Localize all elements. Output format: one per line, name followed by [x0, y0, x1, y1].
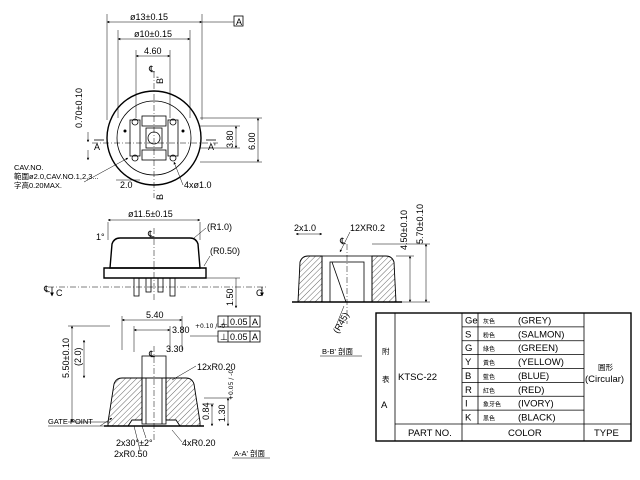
section-c-left: C — [56, 288, 63, 298]
dim-5-50: 5.50±0.10 — [61, 338, 71, 378]
section-a-left: A — [94, 142, 100, 152]
section-aa: 5.40 3.80 +0.10 / -0 ⊥ 0.05 A ⊥ 0.05 A 3… — [48, 310, 270, 459]
color-cn-0: 灰色 — [483, 317, 495, 325]
color-name-1: (SALMON) — [518, 329, 564, 340]
type-en: (Circular) — [585, 374, 624, 385]
dim-side-diameter: ø11.5±0.15 — [128, 209, 173, 219]
dim-1-50: 1.50 — [225, 288, 235, 306]
dim-12x-r0-2: 12XR0.2 — [350, 223, 385, 233]
color-code-3: Y — [465, 357, 472, 368]
color-cn-3: 黃色 — [483, 359, 495, 367]
dim-3-30: 3.30 — [166, 344, 184, 354]
svg-text:⊥: ⊥ — [220, 332, 228, 342]
section-bb-caption: B-B' 剖面 — [322, 346, 354, 356]
dim-r1-0: (R1.0) — [207, 222, 232, 232]
dim-2x-r050: 2xR0.50 — [114, 449, 148, 459]
dim-2-paren: (2.0) — [73, 347, 83, 366]
color-code-2: G — [465, 343, 472, 354]
dim-1-30-tol: +0.05 / -0 — [228, 370, 235, 400]
header-type: TYPE — [594, 428, 619, 439]
dim-2-0: 2.0 — [120, 180, 133, 190]
dim-5-40: 5.40 — [146, 310, 164, 320]
color-cn-1: 粉色 — [483, 331, 495, 339]
dim-380-top: 3.80 — [225, 130, 235, 148]
color-name-3: (YELLOW) — [518, 357, 564, 368]
color-code-5: R — [465, 385, 472, 396]
table-side-char-1: 附 — [382, 347, 390, 356]
center-mark-aa: ℄ — [148, 349, 155, 359]
center-mark-c: ℄ — [43, 284, 50, 294]
section-bb: 2x1.0 12XR0.2 ℄ 4.50±0.10 5.70±0.10 (R45… — [292, 204, 430, 357]
tol-frame-2-ref: A — [252, 332, 258, 342]
color-cn-5: 紅色 — [483, 387, 495, 395]
dim-4-50: 4.50±0.10 — [399, 210, 409, 250]
center-mark-top: ℄ — [148, 64, 155, 74]
color-table: 附 表 A KTSC-22 圓形 (Circular) PART NO. COL… — [375, 312, 632, 442]
color-name-5: (RED) — [518, 385, 544, 396]
type-cn: 圓形 — [598, 363, 613, 372]
dim-5-70: 5.70±0.10 — [415, 204, 425, 244]
dim-inner-diameter: ø10±0.15 — [134, 29, 172, 39]
color-cn-7: 黑色 — [483, 415, 495, 423]
color-code-6: I — [465, 399, 468, 410]
section-c-right: C — [256, 288, 263, 298]
dim-3-80-tol: +0.10 / -0 — [195, 323, 225, 330]
color-name-0: (GREY) — [518, 315, 551, 326]
header-color: COLOR — [508, 428, 542, 439]
dim-1-30: 1.30 — [217, 404, 227, 422]
section-a-right: A' — [208, 142, 216, 152]
cav-note-3: 字高0.20MAX. — [14, 180, 62, 190]
dim-offset: 0.70±0.10 — [74, 88, 84, 128]
dim-2x1-0: 2x1.0 — [294, 223, 316, 233]
color-code-7: K — [465, 413, 472, 424]
dim-holes: 4xø1.0 — [184, 180, 212, 190]
dim-2x30deg: 2x30°±2° — [116, 438, 153, 448]
dim-outer-diameter: ø13±0.15 — [130, 12, 168, 22]
dim-0-84: 0.84 — [201, 402, 211, 420]
svg-text:⊥: ⊥ — [220, 317, 228, 327]
color-name-7: (BLACK) — [518, 413, 555, 424]
table-side-char-2: 表 — [382, 374, 390, 384]
dim-pin-gap: 4.60 — [144, 46, 162, 56]
dim-r0-50: (R0.50) — [210, 246, 240, 256]
tol-frame-2-value: 0.05 — [230, 332, 248, 342]
header-part-no: PART NO. — [408, 428, 452, 439]
color-code-1: S — [465, 329, 471, 340]
section-b-top: B' — [155, 76, 165, 84]
dim-600: 6.00 — [247, 132, 257, 150]
center-mark-side: ℄ — [147, 229, 154, 239]
part-number: KTSC-22 — [398, 372, 437, 383]
dim-r45: (R45) — [331, 311, 351, 335]
gate-point-label: GATE POINT — [48, 417, 93, 426]
top-view: ø13±0.15 A ø10±0.15 4.60 0.70±0.10 ℄ A A… — [14, 12, 262, 200]
side-view: ø11.5±0.15 (R1.0) 1° ℄ (R0.50) C C ℄ 1.5… — [43, 209, 268, 309]
color-cn-6: 象牙色 — [483, 401, 501, 409]
tol-frame-1-value: 0.05 — [230, 317, 248, 327]
cav-note-1: CAV.NO. — [14, 163, 44, 172]
cav-note-2: 範圍ø2.0,CAV.NO.1,2,3... — [14, 171, 99, 181]
table-side-char-3: A — [381, 400, 388, 411]
color-name-2: (GREEN) — [518, 343, 558, 354]
section-b-bottom: B — [155, 194, 165, 200]
dim-4x-r020: 4xR0.20 — [182, 438, 216, 448]
color-cn-2: 綠色 — [483, 345, 495, 353]
color-name-4: (BLUE) — [518, 371, 549, 382]
dim-3-80-section: 3.80 — [172, 325, 190, 335]
datum-a-box: A — [236, 17, 242, 27]
tol-frame-1-ref: A — [252, 317, 258, 327]
section-aa-caption: A-A' 剖面 — [234, 448, 266, 458]
angle-1deg: 1° — [96, 232, 105, 242]
color-code-0: Ge — [465, 315, 478, 326]
color-name-6: (IVORY) — [518, 399, 554, 410]
center-mark-bb: ℄ — [339, 236, 346, 246]
color-cn-4: 藍色 — [483, 373, 495, 381]
color-code-4: B — [465, 371, 471, 382]
dim-12x-r020: 12xR0.20 — [197, 362, 236, 372]
